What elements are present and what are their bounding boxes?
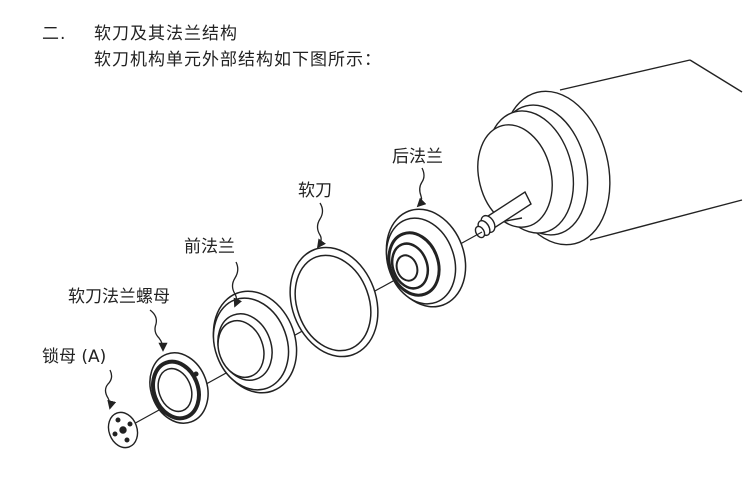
- front-flange: [212, 290, 298, 394]
- leader-blade: [316, 202, 326, 249]
- section-heading: 二. 软刀及其法兰结构: [42, 22, 238, 46]
- label-front-flange: 前法兰: [184, 237, 235, 257]
- label-blade: 软刀: [298, 181, 332, 201]
- leader-rear-flange: [416, 167, 427, 208]
- leader-flange-nut: [149, 309, 168, 352]
- rear-flange: [385, 208, 467, 308]
- spindle-housing: [477, 59, 743, 246]
- blade: [289, 246, 379, 358]
- section-subtitle: 软刀机构单元外部结构如下图所示：: [94, 50, 382, 70]
- section-number: 二.: [42, 24, 67, 44]
- leader-front-flange: [231, 261, 243, 308]
- lock-nut: [107, 411, 139, 449]
- section-title: 软刀及其法兰结构: [94, 24, 238, 44]
- label-lock-nut: 锁母 (A): [42, 347, 106, 367]
- leader-lock-nut: [104, 369, 117, 410]
- label-rear-flange: 后法兰: [392, 147, 443, 167]
- flange-nut: [149, 352, 209, 424]
- label-flange-nut: 软刀法兰螺母: [68, 287, 170, 307]
